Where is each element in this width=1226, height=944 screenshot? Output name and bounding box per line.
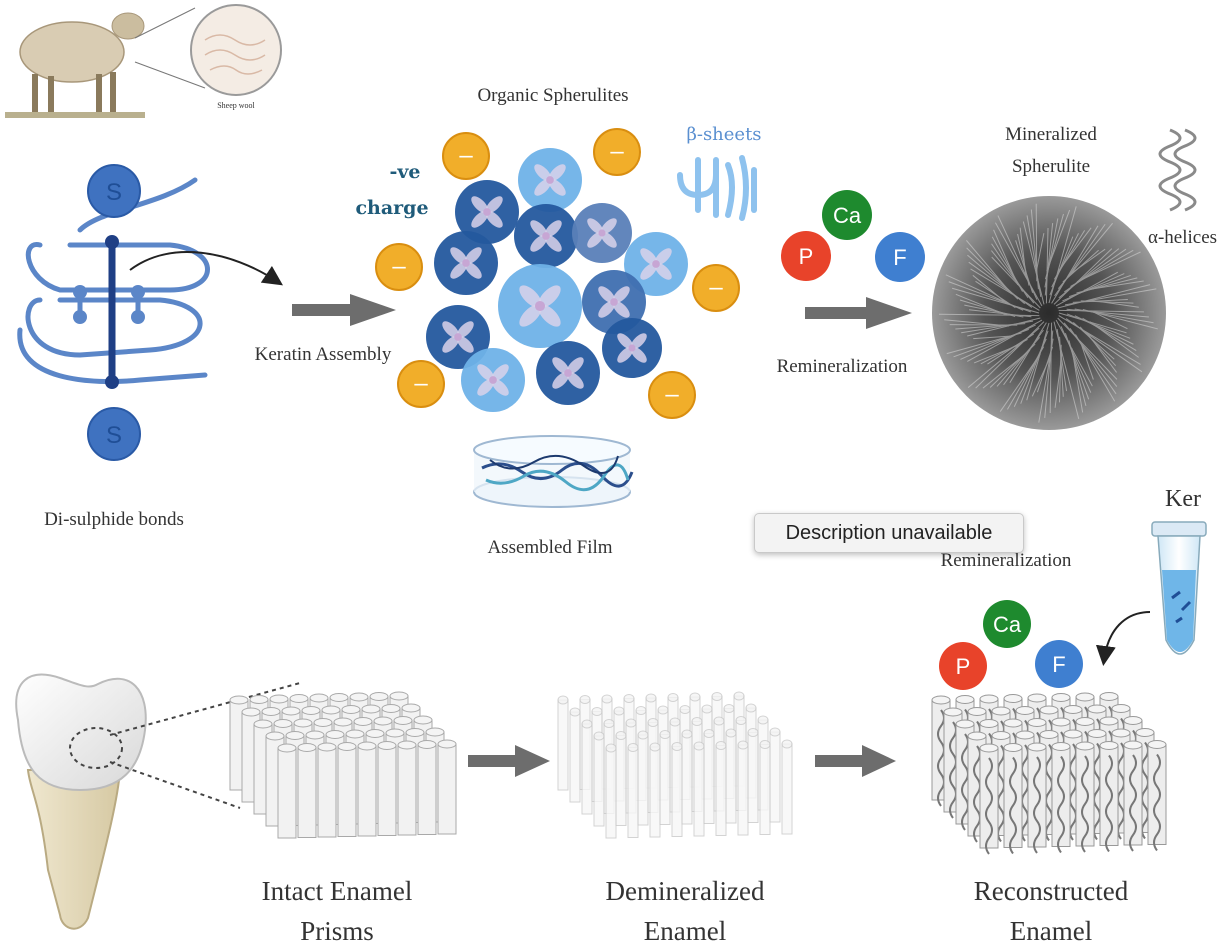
reconstructed-enamel	[931, 692, 1167, 855]
arrow-demin-to-recon	[815, 745, 896, 777]
sulfur-ion-top: S	[87, 164, 141, 218]
curved-arrow-bottom	[1095, 611, 1151, 666]
alpha-helices-label: α-helices	[1148, 227, 1217, 248]
sulfur-label-bottom: S	[106, 422, 122, 449]
negative-charge-ion-5: –	[397, 360, 445, 408]
keratin-tube	[1151, 521, 1207, 655]
spherulite-2	[455, 180, 519, 244]
spherulite-10	[602, 318, 662, 378]
mineralized-label-1: Mineralized	[1005, 124, 1097, 145]
alpha-helix-icon	[1158, 128, 1197, 212]
negative-sign: –	[709, 274, 723, 301]
spherulite-cluster	[426, 148, 688, 412]
demineralized-label-1: Demineralized	[606, 876, 765, 906]
spherulite-5	[434, 231, 498, 295]
spherulite-3	[514, 204, 578, 268]
negative-charge-ions: – – – – – –	[375, 128, 740, 419]
negative-sign: –	[414, 370, 428, 397]
negative-charge-ion-6: –	[648, 371, 696, 419]
spherulite-7	[498, 264, 582, 348]
negative-sign: –	[459, 142, 473, 169]
negative-sign: –	[610, 138, 624, 165]
demineralized-label-2: Enamel	[644, 916, 726, 944]
remineralization-arrow-top	[805, 297, 912, 329]
ion-fluorine-bottom: F	[1035, 640, 1083, 688]
organic-spherulites-title: Organic Spherulites	[477, 85, 628, 106]
fluorine-label-top: F	[893, 245, 906, 270]
calcium-label-top: Ca	[833, 203, 862, 228]
ion-phosphorus-bottom: P	[939, 642, 987, 690]
arrow-intact-to-demin	[468, 745, 550, 777]
negative-charge-ion-4: –	[692, 264, 740, 312]
sheep-illustration	[5, 12, 145, 118]
spherulite-12	[536, 341, 600, 405]
intact-enamel-label-2: Prisms	[300, 916, 374, 944]
ion-fluorine-top: F	[875, 232, 925, 282]
negative-charge-label-1: -ve	[389, 161, 420, 183]
mineralized-label-2: Spherulite	[1012, 156, 1090, 177]
spherulite-9	[426, 305, 490, 369]
calcium-label-bottom: Ca	[993, 612, 1022, 637]
reconstructed-label-2: Enamel	[1010, 916, 1092, 944]
negative-charge-ion-3: –	[375, 243, 423, 291]
negative-charge-ion-1: –	[442, 132, 490, 180]
disulphide-bridge	[73, 235, 145, 389]
assembled-film-label: Assembled Film	[487, 537, 612, 558]
spherulite-4	[572, 203, 632, 263]
reconstructed-label-1: Reconstructed	[974, 876, 1129, 906]
demineralized-enamel	[557, 691, 793, 839]
phosphorus-label-bottom: P	[956, 654, 971, 679]
spherulite-1	[518, 148, 582, 212]
remineralization-label-bottom: Remineralization	[941, 550, 1072, 571]
curved-arrow-top	[129, 251, 283, 286]
sulfur-ion-bottom: S	[87, 407, 141, 461]
keratin-assembly-label: Keratin Assembly	[255, 344, 392, 365]
fluorine-label-bottom: F	[1052, 652, 1065, 677]
beta-sheet-icon	[677, 155, 757, 221]
ion-phosphorus-top: P	[781, 231, 831, 281]
disulphide-bonds-label: Di-sulphide bonds	[44, 509, 184, 530]
sulfur-label-top: S	[106, 179, 122, 206]
remineralization-label-top: Remineralization	[777, 356, 908, 377]
phosphorus-label-top: P	[799, 244, 814, 269]
mineralized-spherulite	[932, 196, 1166, 430]
spherulite-8	[582, 270, 646, 334]
intact-enamel-label-1: Intact Enamel	[262, 876, 413, 906]
negative-charge-label-2: charge	[355, 197, 428, 219]
spherulite-11	[461, 348, 525, 412]
ion-calcium-bottom: Ca	[983, 600, 1031, 648]
negative-charge-ion-2: –	[593, 128, 641, 176]
negative-sign: –	[392, 253, 406, 280]
ion-calcium-top: Ca	[822, 190, 872, 240]
tooth-illustration	[15, 673, 301, 930]
sheep-wool-caption: Sheep wool	[217, 101, 255, 110]
keratin-assembly-arrow	[292, 294, 396, 326]
negative-sign: –	[665, 381, 679, 408]
intact-enamel-prisms	[229, 691, 457, 839]
tooltip-description-unavailable: Description unavailable	[754, 513, 1024, 553]
wool-magnifier: Sheep wool	[134, 4, 282, 110]
assembled-film-dish	[473, 435, 634, 508]
spherulite-6	[624, 232, 688, 296]
ker-label: Ker	[1165, 486, 1201, 512]
beta-sheets-label: β-sheets	[686, 124, 761, 145]
